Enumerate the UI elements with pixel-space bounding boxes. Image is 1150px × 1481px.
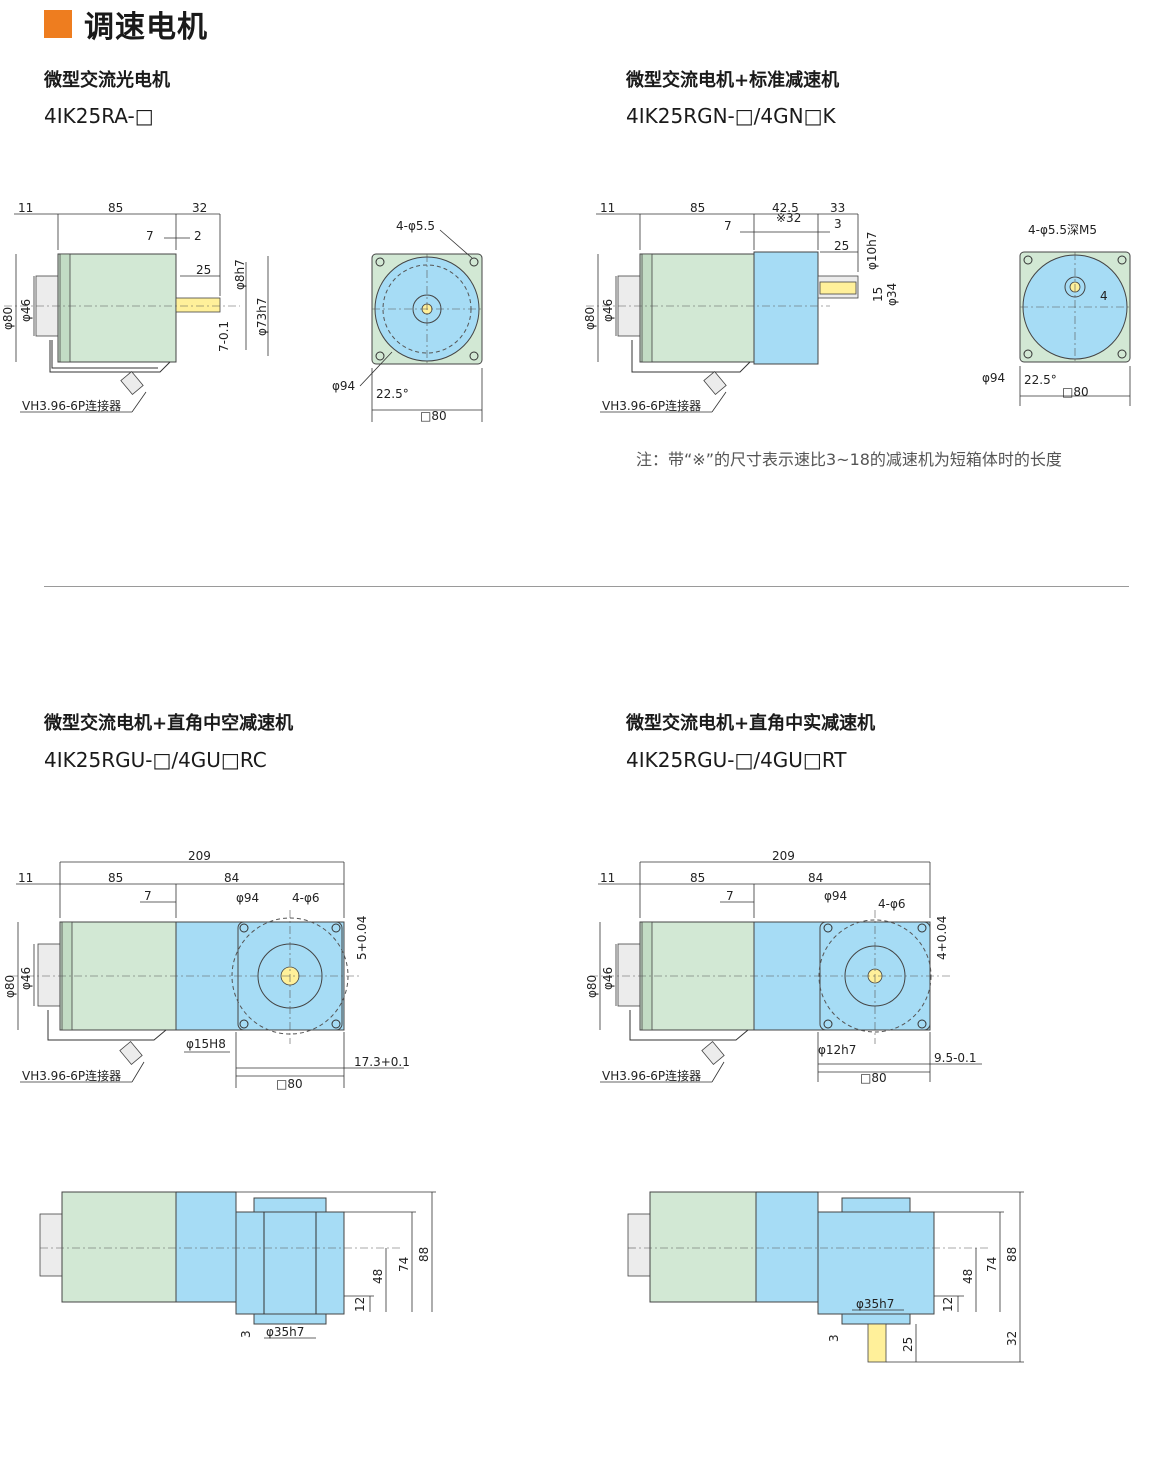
dim-phi12h7: φ12h7: [818, 1043, 856, 1057]
dim-11-d: 11: [600, 871, 615, 885]
connector-label-4: VH3.96-6P连接器: [602, 1068, 701, 1083]
dim-2: 2: [194, 229, 202, 243]
dim-h88: 88: [417, 1247, 431, 1262]
dim-phi94: φ94: [332, 379, 355, 393]
dim-phi94-d: φ94: [824, 889, 847, 903]
dim-h32: 32: [1005, 1331, 1019, 1346]
dim-h48: 48: [371, 1269, 385, 1284]
dim-h12: 12: [353, 1297, 367, 1312]
dim-phi94-b: φ94: [982, 371, 1005, 385]
dim-phi73h7: φ73h7: [255, 298, 269, 336]
drawing-3-bottom-view: 88 74 48 12 3 φ35h7: [39, 1191, 436, 1339]
dim-h3-b: 3: [827, 1334, 841, 1342]
dim-11-b: 11: [600, 201, 615, 215]
dim-85-b: 85: [690, 201, 705, 215]
dim-h74-b: 74: [985, 1257, 999, 1272]
dim-209: 209: [188, 849, 211, 863]
dim-angle-22.5-b: 22.5°: [1024, 373, 1057, 387]
section-2-model: 4IK25RGN-□/4GN□K: [626, 104, 836, 128]
connector-label-1: VH3.96-6P连接器: [22, 398, 121, 413]
dim-phi10h7: φ10h7: [865, 232, 879, 270]
dim-h25: 25: [901, 1337, 915, 1352]
section-3-model: 4IK25RGU-□/4GU□RC: [44, 748, 267, 772]
page-title: 调速电机: [84, 10, 208, 45]
note-text: 注：带“※”的尺寸表示速比3~18的减速机为短箱体时的长度: [636, 450, 1062, 469]
drawing-2-front-view: 4-φ5.5深M5 4 φ94 22.5° □80: [982, 223, 1131, 406]
dim-phi34: φ34: [885, 283, 899, 306]
section-divider: [44, 586, 1129, 587]
dim-phi46: φ46: [19, 299, 33, 322]
dim-3: 3: [834, 217, 842, 231]
dim-32: 32: [192, 201, 207, 215]
dim-square-80: □80: [420, 409, 447, 423]
dim-85: 85: [108, 201, 123, 215]
dim-holes-4-phi6-b: 4-φ6: [878, 897, 906, 911]
dim-tol7: 7-0.1: [217, 321, 231, 352]
dim-phi35h7: φ35h7: [266, 1325, 304, 1339]
dim-phi15h8: φ15H8: [186, 1037, 226, 1051]
dim-phi80: φ80: [1, 307, 15, 330]
section-4-name: 微型交流电机+直角中实减速机: [626, 713, 876, 734]
dim-11-c: 11: [18, 871, 33, 885]
dim-85-c: 85: [108, 871, 123, 885]
dim-phi80-d: φ80: [585, 975, 599, 998]
dim-square-80-c: □80: [276, 1077, 303, 1091]
dim-85-d: 85: [690, 871, 705, 885]
dim-holes-4-phi6: 4-φ6: [292, 891, 320, 905]
header-accent-square: [44, 10, 72, 38]
dim-phi80-b: φ80: [583, 307, 597, 330]
dim-25-b: 25: [834, 239, 849, 253]
drawing-4-bottom-view: 88 74 48 12 32 25 3 φ35h7: [627, 1191, 1024, 1363]
dim-short-32: ※32: [776, 211, 801, 225]
dim-9.5: 9.5-0.1: [934, 1051, 977, 1065]
dim-phi46-d: φ46: [601, 967, 615, 990]
dim-angle-22.5: 22.5°: [376, 387, 409, 401]
section-3-name: 微型交流电机+直角中空减速机: [44, 713, 294, 734]
dim-7: 7: [146, 229, 154, 243]
drawing-1-front-view: 4-φ5.5 φ94 22.5° □80: [332, 219, 483, 423]
dim-holes-m5: 4-φ5.5深M5: [1028, 223, 1097, 237]
dim-phi35h7-b: φ35h7: [856, 1297, 894, 1311]
section-1-model: 4IK25RA-□: [44, 104, 154, 128]
dim-h48-b: 48: [961, 1269, 975, 1284]
dim-7-b: 7: [724, 219, 732, 233]
dim-h74: 74: [397, 1257, 411, 1272]
dim-holes-4-phi5.5: 4-φ5.5: [396, 219, 435, 233]
section-1-name: 微型交流光电机: [44, 70, 170, 91]
dim-4: 4: [1100, 289, 1108, 303]
dim-17.3: 17.3+0.1: [354, 1055, 410, 1069]
drawing-4-side-view: 209 11 85 84 7 φ94 4-φ6 4+0.04 φ80 φ46 φ…: [585, 849, 982, 1085]
dim-h3: 3: [239, 1330, 253, 1338]
drawing-1-side-view: 11 85 32 7 2 25 φ80 φ46 φ8h7 φ73h7 7-0.1…: [1, 201, 269, 413]
page-header: 调速电机: [44, 6, 208, 45]
dim-tol4: 4+0.04: [935, 916, 949, 960]
dim-h12-b: 12: [941, 1297, 955, 1312]
connector-label-3: VH3.96-6P连接器: [22, 1068, 121, 1083]
dim-h88-b: 88: [1005, 1247, 1019, 1262]
dim-209-b: 209: [772, 849, 795, 863]
dim-phi94-c: φ94: [236, 891, 259, 905]
dim-7-d: 7: [726, 889, 734, 903]
dim-phi80-c: φ80: [3, 975, 17, 998]
connector-label-2: VH3.96-6P连接器: [602, 398, 701, 413]
drawing-2-side-view: 11 85 42.5 ※32 33 7 3 25 φ80 φ46 φ10h7 1…: [583, 201, 899, 413]
dim-33: 33: [830, 201, 845, 215]
dim-42.5: 42.5: [772, 201, 799, 215]
dim-84-b: 84: [808, 871, 823, 885]
dim-15: 15: [871, 287, 885, 302]
dim-25: 25: [196, 263, 211, 277]
dim-square-80-b: □80: [1062, 385, 1089, 399]
dim-phi46-c: φ46: [19, 967, 33, 990]
dim-phi8h7: φ8h7: [233, 259, 247, 290]
section-4-model: 4IK25RGU-□/4GU□RT: [626, 748, 847, 772]
drawing-3-side-view: 209 11 85 84 7 φ94 4-φ6 5+0.04 φ80 φ46 φ…: [3, 849, 410, 1091]
dim-tol5: 5+0.04: [355, 916, 369, 960]
section-2-name: 微型交流电机+标准减速机: [626, 70, 840, 91]
dim-11: 11: [18, 201, 33, 215]
dim-square-80-d: □80: [860, 1071, 887, 1085]
dim-84: 84: [224, 871, 239, 885]
dim-phi46-b: φ46: [601, 299, 615, 322]
dim-7-c: 7: [144, 889, 152, 903]
